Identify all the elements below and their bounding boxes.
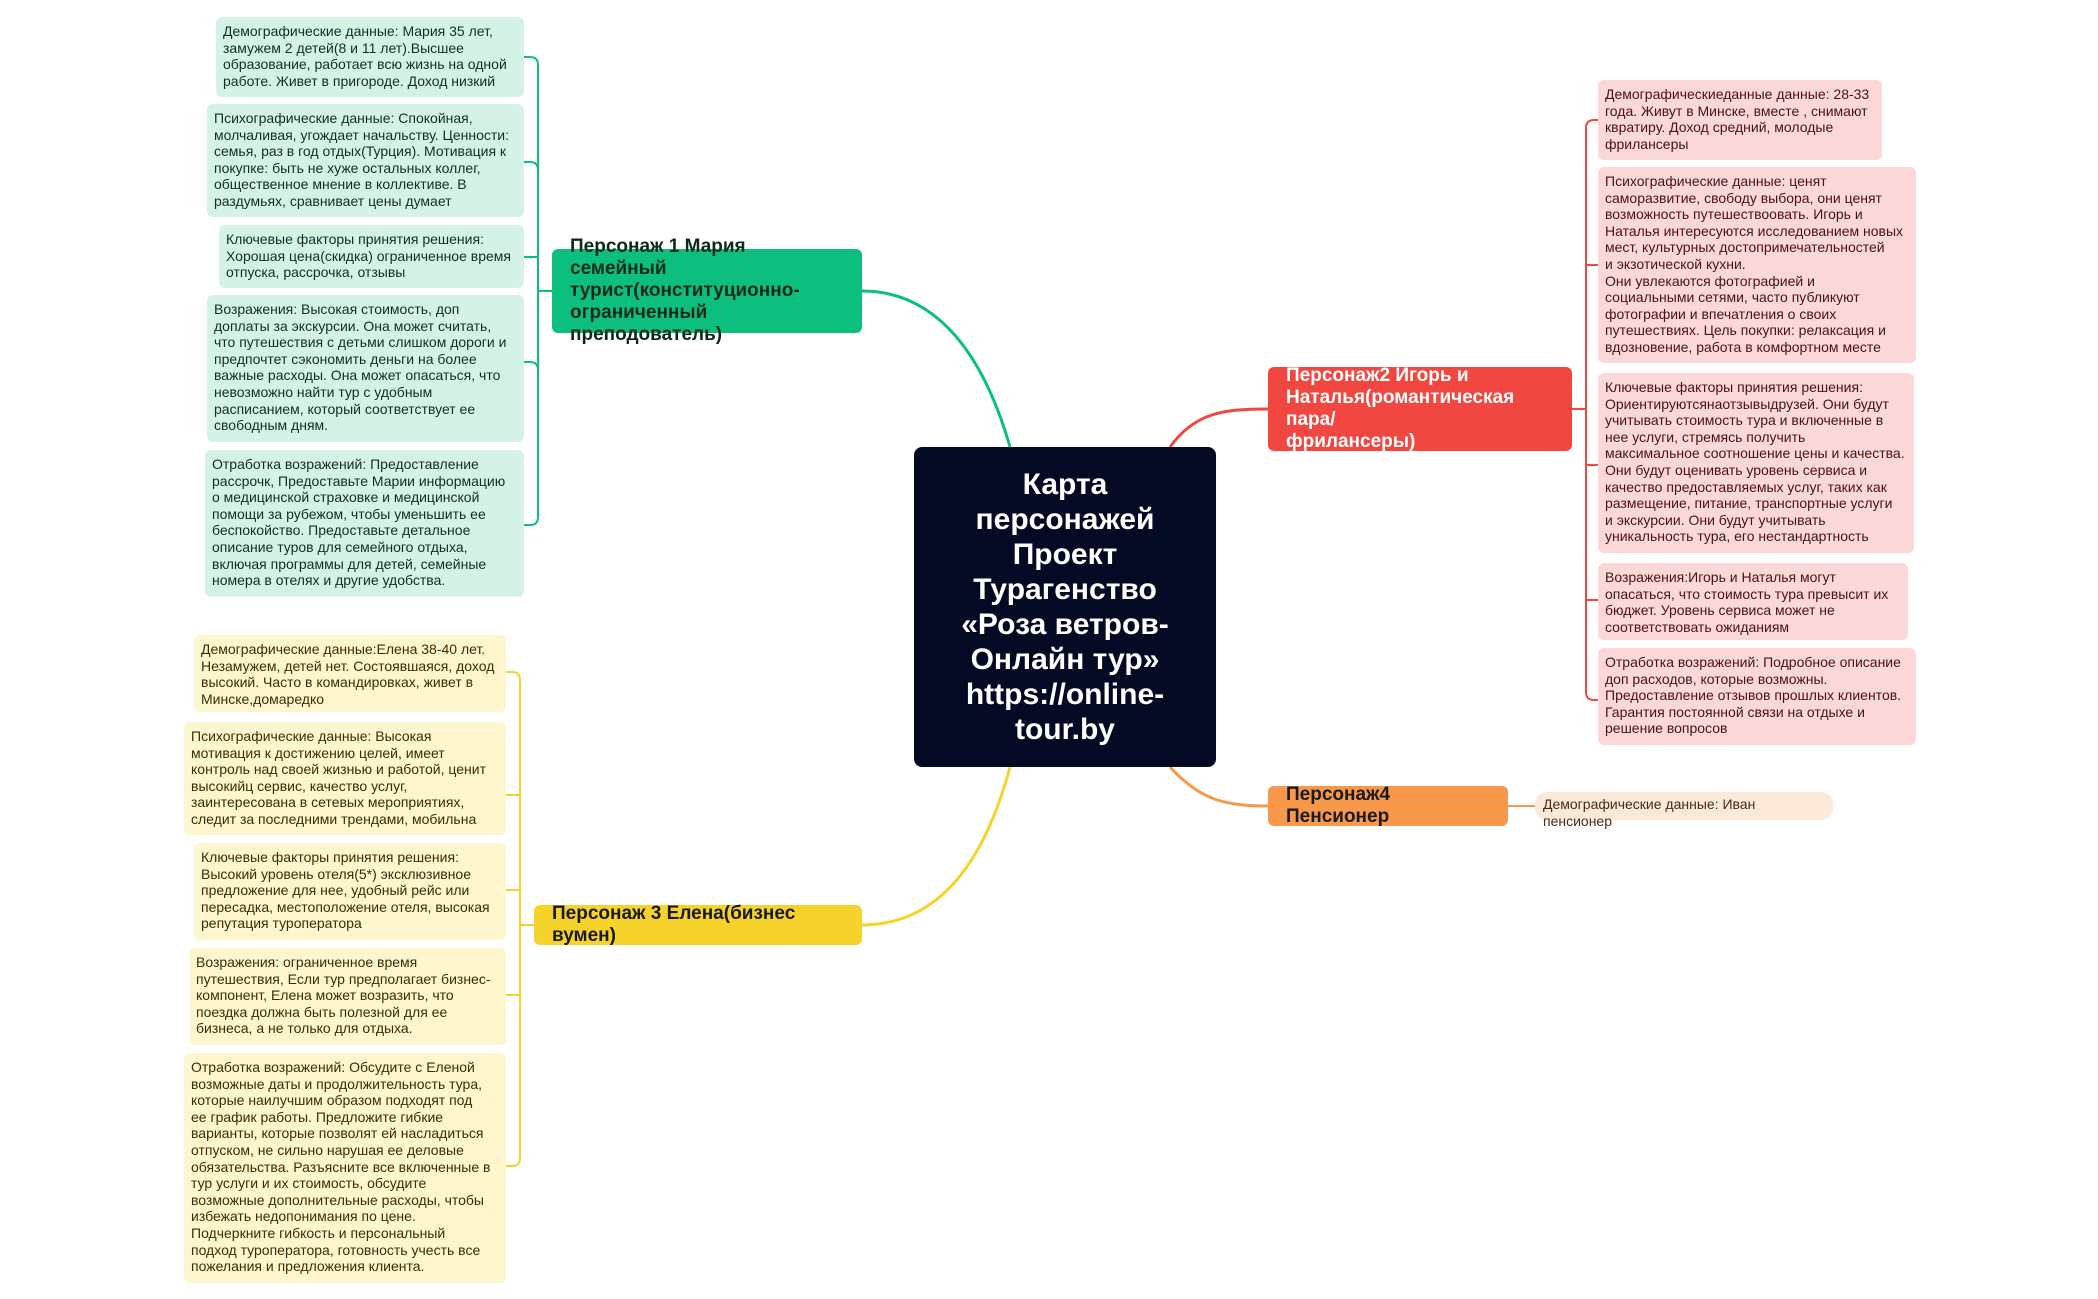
central-topic[interactable]: Карта персонажей Проект Турагенство «Роз… <box>914 447 1216 767</box>
persona1-key-factors[interactable]: Ключевые факторы принятия решения: Хорош… <box>219 225 524 288</box>
persona2-objections[interactable]: Возражения:Игорь и Наталья могут опасать… <box>1598 563 1908 640</box>
connector-p2-leaf5 <box>1585 691 1598 701</box>
persona2-demographics[interactable]: Демографическиеданные данные: 28-33 года… <box>1598 80 1882 160</box>
persona1-demographics[interactable]: Демографические данные: Мария 35 лет, за… <box>216 17 524 97</box>
connector-center-persona1 <box>861 289 1012 448</box>
persona3-objections[interactable]: Возражения: ограниченное время путешеств… <box>189 948 506 1045</box>
connector-p2-trunk <box>1572 128 1587 692</box>
persona3-demographics[interactable]: Демографические данные:Елена 38-40 лет. … <box>194 635 506 712</box>
connector-p1-leaf5 <box>524 516 539 526</box>
connector-center-persona4 <box>1168 765 1269 808</box>
connector-center-persona2 <box>1168 407 1269 448</box>
persona3-objection-handling[interactable]: Отработка возражений: Обсудите с Еленой … <box>184 1053 506 1283</box>
connector-p1-leaf4 <box>524 361 539 371</box>
connector-p1-leaf2 <box>524 161 539 171</box>
persona1-psychographics[interactable]: Психографические данные: Спокойная, молч… <box>207 104 524 217</box>
persona3-key-factors[interactable]: Ключевые факторы принятия решения: Высок… <box>194 843 506 940</box>
persona3-topic[interactable]: Персонаж 3 Елена(бизнес вумен) <box>534 903 862 946</box>
persona1-topic[interactable]: Персонаж 1 Мария семейный турист(констит… <box>552 236 862 345</box>
connector-p1-leaf1 <box>524 56 539 66</box>
connector-p3-trunk <box>519 680 534 1158</box>
connector-p3-leaf1 <box>506 671 521 681</box>
persona3-psychographics[interactable]: Психографические данные: Высокая мотивац… <box>184 722 506 835</box>
persona2-topic[interactable]: Персонаж2 Игорь и Наталья(романтическая … <box>1268 365 1572 452</box>
connector-p2-leaf1 <box>1585 119 1598 129</box>
connector-p3-leaf5 <box>506 1157 521 1167</box>
connector-p1-trunk <box>537 65 552 517</box>
connector-center-persona3 <box>861 766 1012 927</box>
persona4-topic[interactable]: Персонаж4 Пенсионер <box>1268 784 1508 827</box>
persona4-demographics[interactable]: Демографические данные: Иван пенсионер <box>1535 792 1833 829</box>
persona2-psychographics[interactable]: Психографические данные: ценят саморазви… <box>1598 167 1916 363</box>
persona2-key-factors[interactable]: Ключевые факторы принятия решения: Ориен… <box>1598 373 1914 553</box>
persona1-objections[interactable]: Возражения: Высокая стоимость, доп допла… <box>207 295 524 442</box>
persona1-objection-handling[interactable]: Отработка возражений: Предоставление рас… <box>205 450 524 597</box>
persona2-objection-handling[interactable]: Отработка возражений: Подробное описание… <box>1598 648 1916 745</box>
